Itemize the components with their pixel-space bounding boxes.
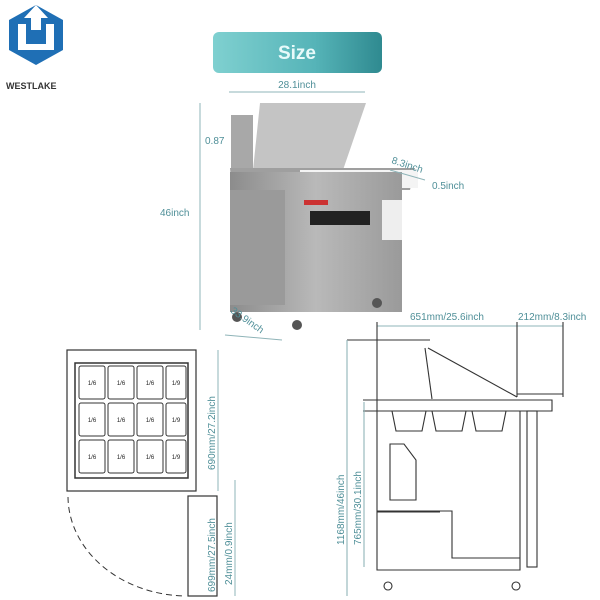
- door-thickness-label: 24mm/0.9inch: [224, 522, 235, 585]
- pan-label: 1/6: [117, 418, 126, 424]
- pan-slot: [78, 402, 106, 437]
- pan-label: 1/6: [146, 418, 155, 424]
- plan-view: [66, 349, 236, 597]
- pan-label: 1/6: [88, 381, 97, 387]
- shelf-thickness-label: 0.5inch: [432, 181, 464, 192]
- pan-slot: [165, 365, 187, 400]
- pan-label: 1/6: [146, 381, 155, 387]
- pan-label: 1/9: [172, 381, 181, 387]
- door-depth-label: 699mm/27.5inch: [207, 518, 218, 592]
- plan-depth-label: 690mm/27.2inch: [207, 396, 218, 470]
- westlake-logo: WESTLAKE: [6, 5, 63, 91]
- product-photo: [230, 103, 418, 330]
- pan-slot: [78, 439, 106, 474]
- pan-slot: [107, 365, 135, 400]
- pan-slot: [78, 365, 106, 400]
- body-depth-label: 651mm/25.6inch: [410, 312, 484, 323]
- pan-slot: [136, 402, 164, 437]
- size-banner: Size: [213, 32, 382, 73]
- photo-dimensions: [199, 91, 426, 341]
- pan-label: 1/6: [117, 381, 126, 387]
- banner-title: Size: [278, 43, 316, 64]
- width-label: 28.1inch: [278, 80, 316, 91]
- pan-slot: [107, 402, 135, 437]
- total-height-label: 1168mm/46inch: [336, 475, 347, 545]
- height-label: 46inch: [160, 208, 189, 219]
- pan-slot: [136, 365, 164, 400]
- pan-grid: 1/6 1/6 1/6 1/9 1/6 1/6 1/6 1/9 1/6 1/6 1/6 1/9: [78, 365, 187, 474]
- pan-label: 1/6: [88, 455, 97, 461]
- work-height-label: 765mm/30.1inch: [353, 471, 364, 545]
- pan-label: 1/9: [172, 418, 181, 424]
- lid-gap-label: 0.87: [205, 136, 225, 147]
- pan-slot: [136, 439, 164, 474]
- side-view: [346, 322, 564, 596]
- pan-label: 1/6: [88, 418, 97, 424]
- pan-slot: [165, 402, 187, 437]
- pan-label: 1/6: [117, 455, 126, 461]
- pan-slot: [165, 439, 187, 474]
- brand-name: WESTLAKE: [6, 81, 57, 91]
- pan-label: 1/9: [172, 455, 181, 461]
- pan-slot: [107, 439, 135, 474]
- side-shelf-depth-label: 212mm/8.3inch: [518, 312, 586, 323]
- pan-label: 1/6: [146, 455, 155, 461]
